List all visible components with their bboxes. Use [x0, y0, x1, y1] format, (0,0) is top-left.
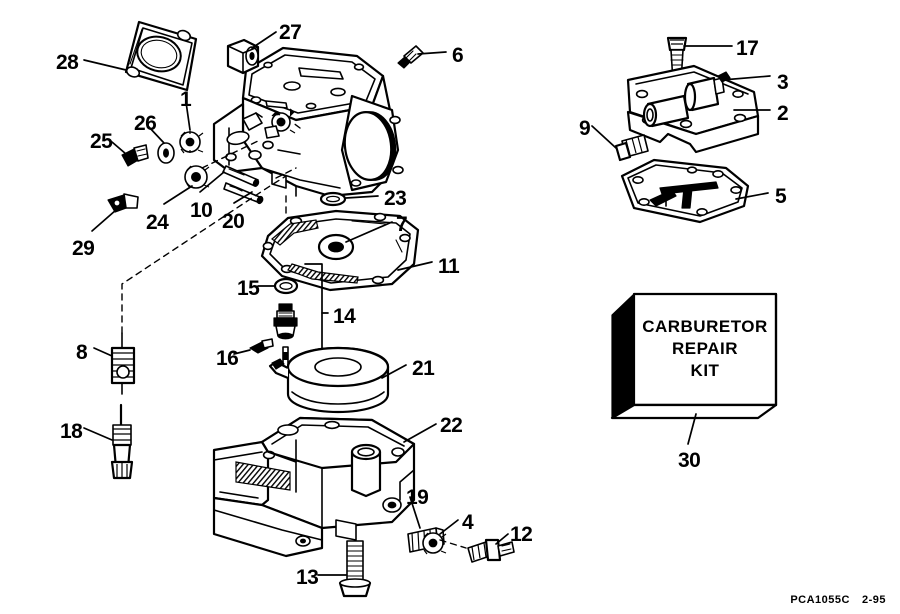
callout-20-pin: 20 [222, 210, 245, 233]
part-6-screw [397, 45, 424, 69]
sheet-footer: PCA1055C 2-95 [790, 594, 886, 606]
callout-24-packing: 24 [146, 211, 169, 234]
part-18-mixture-screw [110, 403, 134, 480]
part-carburetor-body [212, 46, 404, 198]
part-15-washer [273, 277, 299, 295]
part-21-float [268, 346, 390, 414]
callout-21-float: 21 [412, 357, 435, 380]
callout-27-nut: 27 [279, 21, 302, 44]
callout-19-spring: 19 [406, 486, 429, 509]
callout-14-needle-valve: 14 [333, 305, 356, 328]
part-8-spring [110, 332, 136, 395]
part-9-jet [614, 134, 649, 162]
part-2-cover [626, 64, 760, 154]
callout-23-o-ring: 23 [384, 187, 407, 210]
callout-5-diaphragm: 5 [775, 185, 787, 208]
part-12-fitting [467, 538, 515, 563]
footer-date: 2-95 [861, 594, 886, 606]
leader-lines [83, 31, 771, 576]
callout-26-washer: 26 [134, 112, 157, 135]
part-10-pin [222, 165, 260, 187]
part-17-screw [666, 36, 688, 88]
part-13-screw [338, 540, 372, 598]
callout-8-spring: 8 [76, 341, 88, 364]
callout-1-washer: 1 [180, 88, 192, 111]
part-5-diaphragm [620, 158, 750, 224]
callout-17-screw: 17 [736, 37, 759, 60]
callout-30-repair-kit: 30 [678, 449, 701, 472]
callout-7-gasket: 7 [396, 213, 408, 236]
callout-3-valve: 3 [777, 71, 789, 94]
part-1-washer [179, 131, 204, 154]
part-29-screw [107, 193, 139, 213]
part-23-o-ring [319, 191, 347, 207]
part-25-screw [121, 144, 149, 167]
callout-25-screw: 25 [90, 130, 113, 153]
callout-16-clip: 16 [216, 347, 239, 370]
repair-kit-line-1: CARBURETOR [642, 317, 768, 336]
part-4-washer [422, 532, 447, 555]
callout-12-fitting: 12 [510, 523, 533, 546]
part-7-11-gasket-plate [260, 209, 420, 292]
callout-15-washer: 15 [237, 277, 260, 300]
part-26-washer [157, 142, 175, 164]
footer-drawing-code: PCA1055C [790, 594, 850, 606]
callout-28-flange-gasket: 28 [56, 51, 79, 74]
part-16-clip [249, 338, 274, 354]
part-27-nut [226, 38, 260, 75]
callout-6-screw: 6 [452, 44, 464, 67]
repair-kit-line-2: REPAIR [672, 339, 738, 358]
callout-18-mixture-screw: 18 [60, 420, 83, 443]
callout-22-float-bowl: 22 [440, 414, 463, 437]
callout-29-screw: 29 [72, 237, 95, 260]
callout-10-pin: 10 [190, 199, 213, 222]
callout-11-plate: 11 [438, 255, 460, 278]
part-24-packing [184, 165, 210, 189]
part-28-flange-gasket [124, 20, 198, 92]
part-30-repair-kit-box [610, 292, 778, 420]
part-22-float-bowl [212, 416, 416, 558]
callout-9-jet: 9 [579, 117, 591, 140]
callout-4-washer: 4 [462, 511, 474, 534]
callout-2-cover: 2 [777, 102, 789, 125]
throttle-linkage [255, 108, 296, 150]
repair-kit-line-3: KIT [690, 361, 720, 380]
callout-13-screw: 13 [296, 566, 319, 589]
